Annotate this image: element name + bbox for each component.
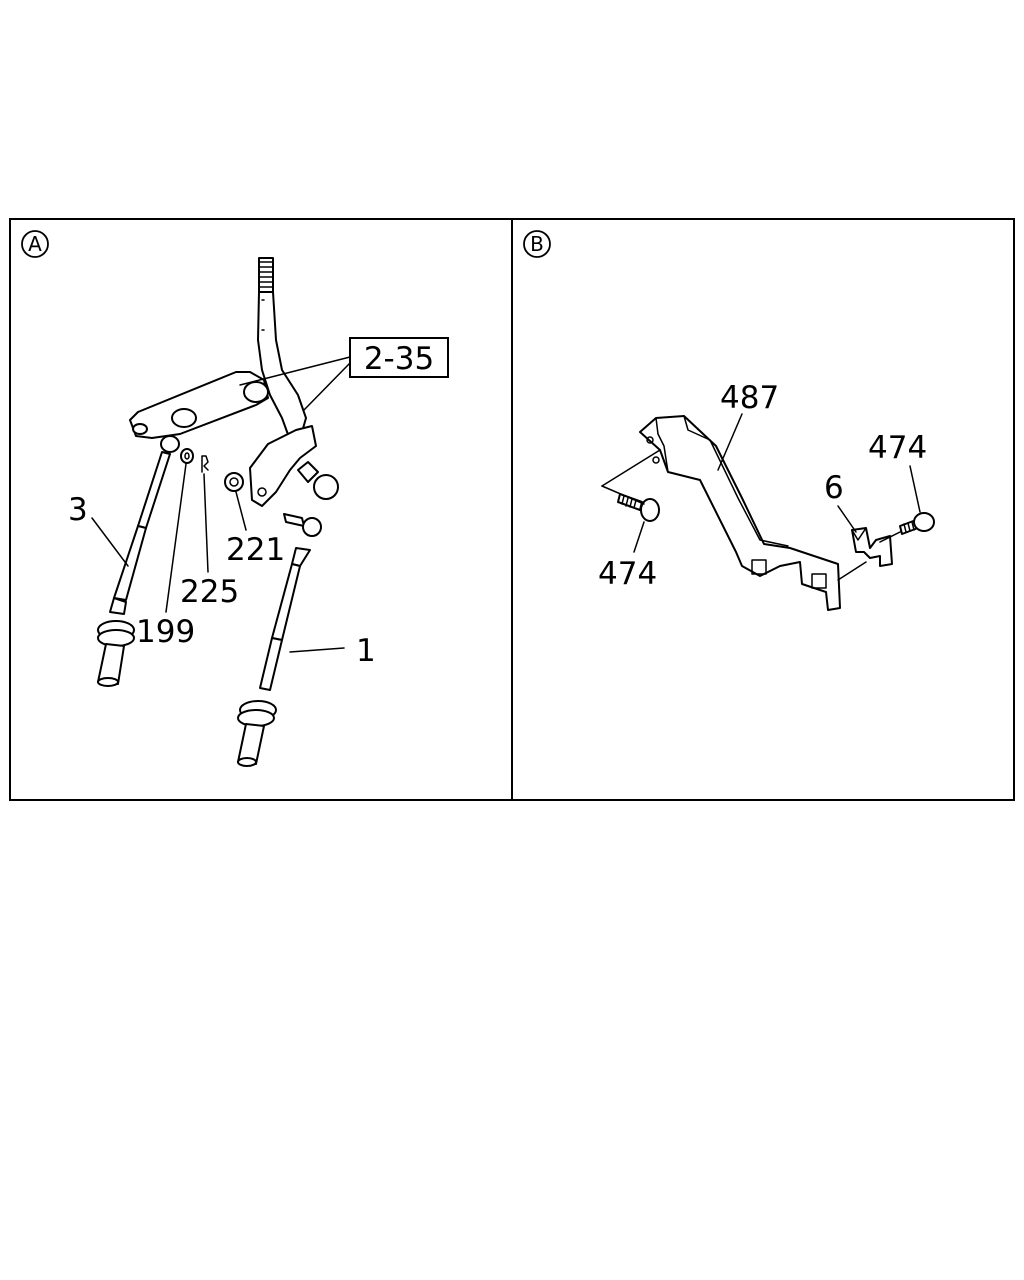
svg-text:B: B — [530, 232, 544, 256]
cable-3 — [97, 435, 180, 687]
panel-a: A — [21, 230, 449, 767]
svg-text:225: 225 — [180, 574, 239, 610]
callout-221: 221 — [226, 491, 285, 568]
svg-text:A: A — [28, 232, 42, 256]
cable-1 — [237, 547, 311, 767]
svg-text:199: 199 — [136, 614, 195, 650]
callout-474-left: 474 — [598, 449, 661, 592]
bolt-474-right — [899, 512, 935, 535]
bolt-474-left — [617, 493, 660, 522]
callout-474-top: 474 — [868, 430, 927, 513]
panel-b: B — [523, 230, 935, 611]
clip-6 — [851, 527, 893, 567]
callout-1: 1 — [289, 633, 376, 669]
svg-text:487: 487 — [720, 380, 779, 416]
clip-225 — [201, 455, 209, 473]
svg-text:1: 1 — [356, 633, 376, 669]
callout-2-35: 2-35 — [239, 337, 449, 411]
callout-199: 199 — [136, 463, 195, 650]
clip-leader — [837, 531, 901, 581]
bracket-487 — [639, 415, 841, 611]
svg-text:221: 221 — [226, 532, 285, 568]
svg-text:6: 6 — [824, 470, 844, 506]
panel-b-badge: B — [523, 230, 551, 258]
svg-text:474: 474 — [598, 556, 657, 592]
callout-6: 6 — [824, 470, 857, 533]
panel-a-badge: A — [21, 230, 49, 258]
svg-text:2-35: 2-35 — [364, 341, 434, 377]
shift-lever-assembly — [129, 257, 339, 537]
callout-3: 3 — [68, 492, 129, 567]
svg-text:3: 3 — [68, 492, 88, 528]
washer-199 — [180, 448, 194, 464]
callout-487: 487 — [717, 380, 779, 471]
callout-225: 225 — [180, 473, 239, 610]
svg-text:474: 474 — [868, 430, 927, 466]
diagram-frame — [9, 218, 1015, 801]
